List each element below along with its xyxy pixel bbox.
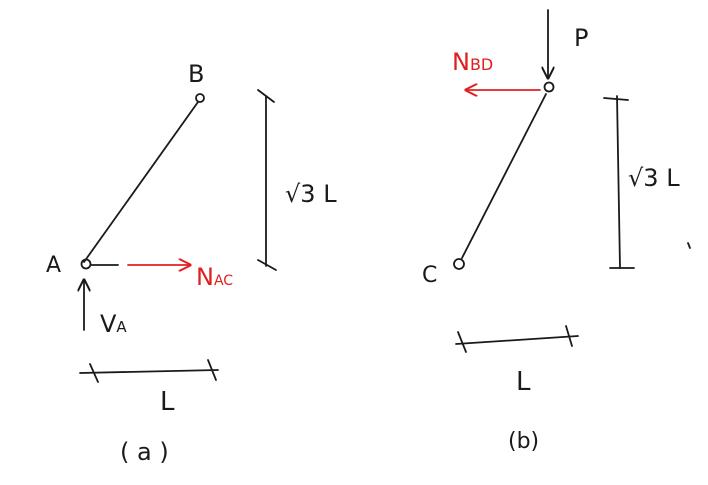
member-cb (461, 93, 547, 259)
member-ab (83, 101, 199, 263)
force-nac-main: N (196, 263, 214, 291)
dim-a-horizontal-tick-right (207, 359, 217, 381)
dim-a-horizontal (79, 369, 219, 374)
load-p-label: P (574, 24, 588, 52)
dim-b-horizontal-tick-left (457, 331, 467, 353)
caption-b: (b) (508, 429, 539, 454)
force-va-main: V (100, 310, 117, 338)
dim-a-vertical-tick-bottom (257, 259, 277, 271)
dim-a-height-label: √3 L (285, 180, 337, 208)
force-nbd-sub: BD (470, 55, 493, 74)
dim-b-vertical (616, 95, 621, 269)
caption-a: ( a ) (120, 438, 169, 466)
stray-mark (687, 242, 691, 249)
force-nac-sub: AC (214, 273, 233, 289)
force-nac-label: NAC (196, 263, 233, 291)
pin-top (543, 81, 555, 93)
pin-b (195, 93, 205, 103)
pin-c (453, 258, 465, 270)
dim-b-width-label: L (516, 367, 531, 397)
diagram-b: P NBD C √3 L L (b) (422, 9, 680, 454)
dim-a-horizontal-tick-left (89, 363, 99, 383)
diagram-a: B A NAC VA √3 L L ( a ) (46, 60, 337, 466)
node-c-label: C (422, 263, 437, 288)
node-a-label: A (46, 253, 61, 278)
dim-b-vertical-tick-top (603, 97, 629, 101)
dim-b-horizontal (455, 335, 579, 345)
force-nbd-main: N (452, 48, 470, 76)
dim-a-vertical-tick-top (257, 89, 275, 103)
node-b-label: B (188, 60, 204, 88)
force-nbd-label: NBD (452, 48, 493, 76)
force-va-sub: A (116, 318, 127, 336)
pin-a (80, 258, 92, 270)
dim-b-height-label: √3 L (628, 164, 680, 192)
force-va-label: VA (100, 310, 127, 338)
dim-a-width-label: L (160, 387, 175, 417)
dim-b-horizontal-tick-right (565, 325, 573, 347)
